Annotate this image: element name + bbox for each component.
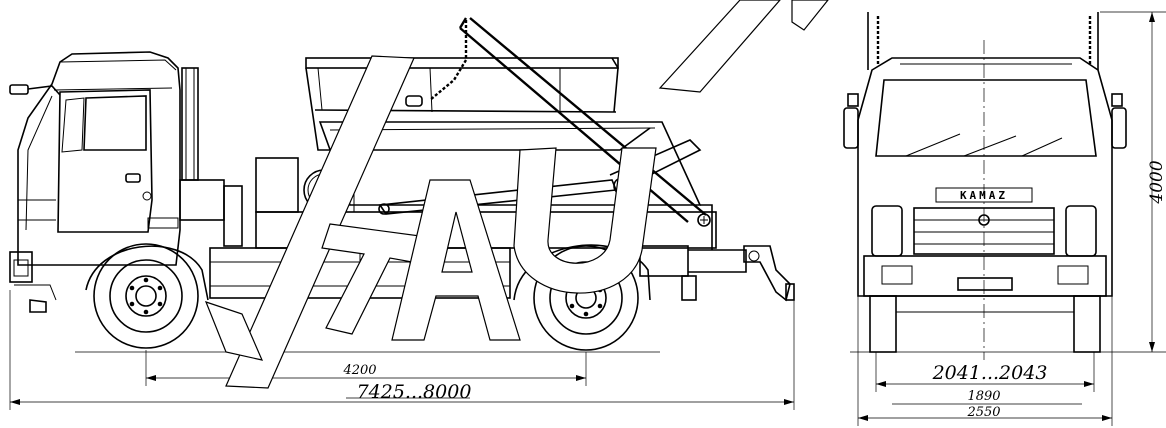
watermark-stroke-1 <box>225 55 415 389</box>
rear-track-label: 1890 <box>967 389 1000 404</box>
watermark-stroke-3 <box>391 179 521 341</box>
front-left-tire <box>869 295 897 353</box>
front-wheel <box>85 243 209 349</box>
watermark-stroke-6 <box>791 0 829 31</box>
front-view: KAMAZ 4000 <box>843 11 1166 426</box>
side-mirror <box>9 84 61 96</box>
cab <box>9 51 181 313</box>
air-intake-pipe <box>179 67 243 247</box>
wheelbase-label: 4200 <box>342 363 376 378</box>
height-label: 4000 <box>1147 160 1166 204</box>
track-width-label: 2041...2043 <box>932 362 1048 384</box>
brand-label: KAMAZ <box>960 189 1008 202</box>
watermark-stroke-4 <box>513 147 657 294</box>
dimension-overall-length: 7425...8000 <box>9 290 795 410</box>
watermark <box>204 0 829 389</box>
dimension-height: 4000 <box>1100 11 1166 352</box>
chain <box>405 20 468 107</box>
front-mirrors <box>843 93 1127 149</box>
watermark-stroke-5 <box>658 0 781 93</box>
right-headlight <box>1065 205 1097 257</box>
overall-length-label: 7425...8000 <box>357 381 472 403</box>
watermark-stroke-7 <box>204 301 264 361</box>
dimension-overall-width: 2550 <box>857 296 1113 426</box>
windshield <box>875 79 1097 157</box>
front-right-tire <box>1073 295 1101 353</box>
dimension-rear-track: 1890 <box>892 389 1082 405</box>
dimension-wheelbase: 4200 <box>145 350 587 386</box>
front-cab <box>857 57 1113 297</box>
overall-width-label: 2550 <box>966 405 1000 420</box>
front-bumper <box>863 255 1107 297</box>
left-headlight <box>871 205 903 257</box>
dimension-track-width: 2041...2043 <box>875 352 1095 392</box>
